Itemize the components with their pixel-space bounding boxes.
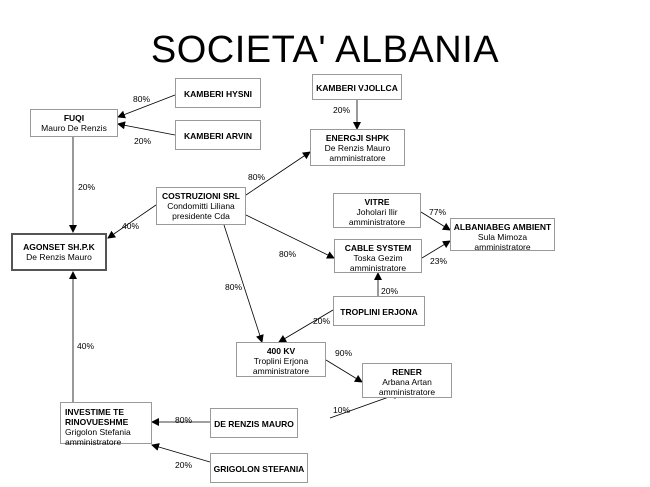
node-kamberi-hysni: KAMBERI HYSNI — [175, 78, 261, 108]
node-name: ALBANIABEG AMBIENT — [453, 222, 552, 232]
node-energji-shpk: ENERGJI SHPK De Renzis Mauro amministrat… — [310, 129, 405, 166]
edge-label: 80% — [225, 282, 243, 292]
node-line: Grigolon Stefania — [65, 427, 131, 437]
edge-arrow-kamberi_arvin-to-fuqi — [117, 121, 176, 136]
edge-arrow-kv400-to-rener — [325, 359, 363, 383]
node-name: 400 KV — [266, 346, 296, 356]
node-investime-te-rinovueshme: INVESTIME TE RINOVUESHME Grigolon Stefan… — [60, 402, 152, 447]
node-name: CABLE SYSTEM — [344, 243, 412, 253]
page-title: SOCIETA' ALBANIA — [150, 29, 500, 71]
edge-label: 20% — [333, 105, 351, 115]
node-line: De Renzis Mauro — [26, 252, 92, 262]
node-albaniabeg-ambient: ALBANIABEG AMBIENT Sula Mimoza amministr… — [450, 218, 555, 252]
edge-arrow-kamberi_hysni-to-fuqi — [117, 94, 176, 119]
edge-label: 20% — [134, 136, 152, 146]
node-name: FUQI — [63, 113, 85, 123]
node-line: amministratore — [378, 387, 436, 397]
node-costruzioni-srl: COSTRUZIONI SRL Condomitti Liliana presi… — [156, 187, 246, 225]
edge-label: 20% — [78, 182, 96, 192]
node-kamberi-vjollca: KAMBERI VJOLLCA — [312, 74, 402, 100]
edge-label: 77% — [429, 207, 447, 217]
node-name: INVESTIME TE RINOVUESHME — [65, 407, 129, 427]
edge-label: 10% — [333, 405, 351, 415]
node-line: Toska Gezim — [353, 253, 403, 263]
node-line: Arbana Artan — [382, 377, 432, 387]
edge-arrow-costruzioni-to-energji — [245, 151, 311, 196]
node-line: Troplini Erjona — [253, 356, 309, 366]
node-line: amministratore — [329, 153, 386, 163]
node-line: amministratore — [349, 263, 407, 273]
edge-label: 20% — [175, 460, 193, 470]
node-troplini-erjona: TROPLINI ERJONA — [333, 296, 425, 326]
node-name: VITRE — [364, 197, 390, 207]
node-line: Joholari Ilir — [356, 207, 398, 217]
edge-label: 20% — [313, 316, 331, 326]
node-rener: RENER Arbana Artan amministratore — [362, 363, 452, 398]
node-400-kv: 400 KV Troplini Erjona amministratore — [236, 342, 326, 377]
edge-arrow-grigolon-to-investime — [151, 443, 211, 463]
edge-label: 20% — [381, 286, 399, 296]
node-vitre: VITRE Joholari Ilir amministratore — [333, 193, 421, 228]
edge-label: 80% — [133, 94, 151, 104]
node-name: KAMBERI HYSNI — [183, 89, 252, 99]
node-line: Mauro De Renzis — [41, 123, 107, 133]
node-name: TROPLINI ERJONA — [340, 307, 418, 317]
node-line: presidente Cda — [172, 211, 230, 221]
edge-label: 90% — [335, 348, 353, 358]
edge-label: 80% — [248, 172, 266, 182]
node-name: KAMBERI ARVIN — [183, 131, 252, 141]
edge-arrow-costruzioni-to-agonset — [107, 204, 157, 239]
node-de-renzis-mauro: DE RENZIS MAURO — [210, 408, 298, 438]
node-name: RENER — [392, 367, 422, 377]
edge-arrow-vitre-to-albaniabeg — [420, 211, 451, 231]
edge-label: 23% — [430, 256, 448, 266]
edge-label: 80% — [175, 415, 193, 425]
edge-arrow-costruzioni-to-kv400 — [223, 224, 264, 343]
node-cable-system: CABLE SYSTEM Toska Gezim amministratore — [334, 239, 422, 273]
edge-label: 40% — [122, 221, 140, 231]
edge-label: 80% — [279, 249, 297, 259]
edge-arrow-cable-to-albaniabeg — [421, 240, 451, 259]
node-line: amministratore — [65, 437, 122, 447]
node-line: amministratore — [474, 242, 531, 252]
edge-arrow-troplini-to-kv400 — [278, 309, 334, 343]
edge-arrow-costruzioni-to-cable — [245, 214, 335, 259]
node-line: Sula Mimoza — [477, 232, 528, 242]
node-name: COSTRUZIONI SRL — [162, 191, 240, 201]
node-agonset: AGONSET SH.P.K De Renzis Mauro — [11, 233, 107, 271]
node-kamberi-arvin: KAMBERI ARVIN — [175, 120, 261, 150]
edge-label: 40% — [77, 341, 95, 351]
node-name: AGONSET SH.P.K — [23, 242, 95, 252]
node-line: amministratore — [348, 217, 406, 227]
node-name: ENERGJI SHPK — [325, 133, 390, 143]
node-name: GRIGOLON STEFANIA — [213, 464, 305, 474]
node-line: De Renzis Mauro — [324, 143, 391, 153]
node-line: amministratore — [252, 366, 310, 376]
node-name: KAMBERI VJOLLCA — [316, 83, 398, 93]
node-grigolon-stefania: GRIGOLON STEFANIA — [210, 453, 308, 483]
node-fuqi: FUQI Mauro De Renzis — [30, 109, 118, 137]
node-line: Condomitti Liliana — [167, 201, 235, 211]
node-name: DE RENZIS MAURO — [214, 419, 294, 429]
